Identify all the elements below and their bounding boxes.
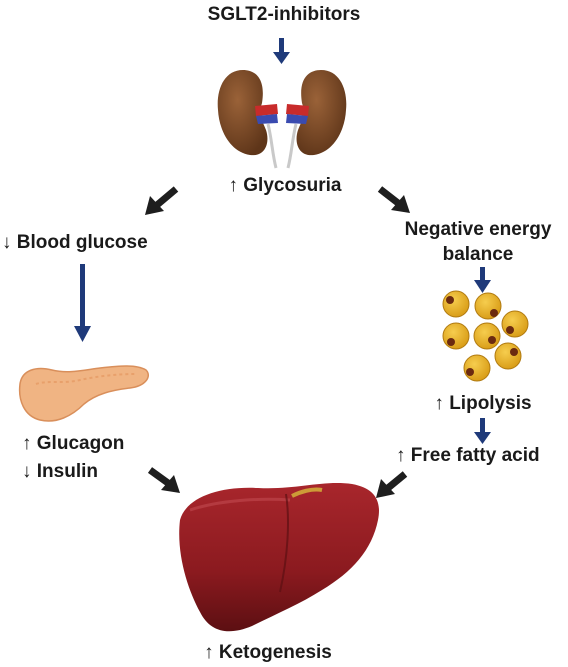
node-blood-glucose: ↓ Blood glucose bbox=[2, 232, 148, 253]
node-free-fatty-acid: ↑ Free fatty acid bbox=[396, 445, 540, 466]
down-arrow-icon bbox=[273, 38, 290, 64]
node-glucagon: ↑ Glucagon bbox=[22, 433, 125, 454]
fat-cells-icon bbox=[442, 290, 529, 382]
kidneys-icon bbox=[217, 70, 347, 169]
node-glycosuria: ↑ Glycosuria bbox=[228, 175, 342, 196]
arrow-to-blood-glucose bbox=[145, 186, 179, 215]
arrow-glucagon-to-liver bbox=[147, 467, 180, 493]
node-lipolysis: ↑ Lipolysis bbox=[434, 393, 532, 414]
negative-energy-line1: Negative energy bbox=[404, 219, 552, 240]
arrow-ffa-to-liver bbox=[376, 471, 408, 498]
node-insulin: ↓ Insulin bbox=[22, 461, 98, 482]
title-sglt2: SGLT2-inhibitors bbox=[207, 4, 361, 25]
down-arrow-icon bbox=[474, 418, 491, 444]
pancreas-icon bbox=[18, 365, 150, 422]
down-arrow-icon bbox=[74, 264, 91, 342]
node-negative-energy: Negative energy balance bbox=[388, 219, 568, 266]
negative-energy-line2: balance bbox=[442, 244, 514, 265]
arrow-to-negative-energy bbox=[377, 186, 410, 213]
liver-icon bbox=[179, 483, 379, 632]
node-ketogenesis: ↑ Ketogenesis bbox=[204, 642, 332, 663]
down-arrow-icon bbox=[474, 267, 491, 293]
